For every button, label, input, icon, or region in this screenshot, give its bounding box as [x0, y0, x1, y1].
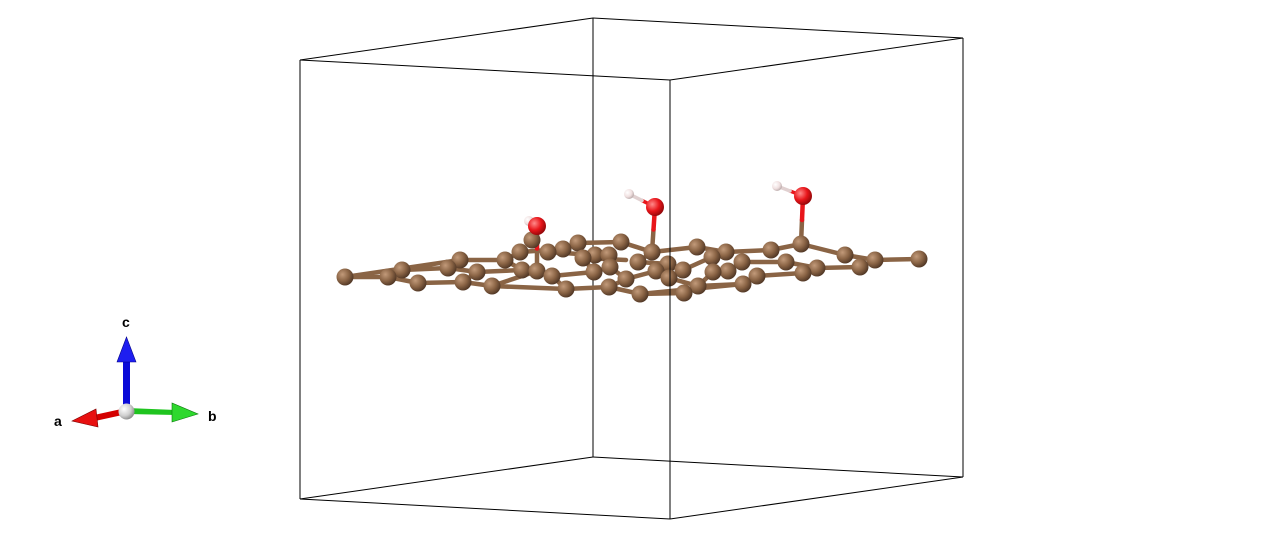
axis-label-c: c: [122, 314, 130, 330]
carbon-atom: [513, 261, 531, 279]
carbon-atom: [748, 267, 766, 285]
carbon-atom: [647, 262, 665, 280]
oxygen-atom: [794, 187, 812, 205]
carbon-atom: [631, 285, 649, 303]
axis-c-arrow: [116, 336, 137, 412]
carbon-atom: [569, 234, 587, 252]
oxygen-atom: [528, 217, 546, 235]
carbon-atom: [762, 241, 780, 259]
carbon-atom: [719, 262, 737, 280]
carbon-atom: [543, 267, 561, 285]
carbon-atom: [574, 249, 592, 267]
carbon-atom: [496, 251, 514, 269]
carbon-atom: [792, 235, 810, 253]
molecule: [336, 181, 928, 303]
carbon-atom: [557, 280, 575, 298]
carbon-atom: [336, 268, 354, 286]
carbon-atom: [689, 277, 707, 295]
cell-edge: [669, 37, 964, 81]
carbon-atom: [851, 258, 869, 276]
carbon-atom: [483, 277, 501, 295]
carbon-atom: [643, 243, 661, 261]
cell-edge: [669, 476, 964, 520]
carbon-atom: [601, 258, 619, 276]
axis-b-arrow: [127, 402, 199, 423]
axes-indicator: c b a: [54, 314, 217, 429]
carbon-atom: [808, 259, 826, 277]
carbon-atom: [451, 251, 469, 269]
unit-cell-front: [299, 37, 964, 520]
carbon-atom: [468, 263, 486, 281]
carbon-atom: [585, 263, 603, 281]
carbon-atom: [600, 278, 618, 296]
carbon-atom: [617, 270, 635, 288]
carbon-atom: [511, 243, 529, 261]
carbon-atom: [794, 264, 812, 282]
cell-edge: [299, 456, 594, 500]
carbon-atom: [612, 233, 630, 251]
carbon-atom: [866, 251, 884, 269]
carbon-atom: [660, 269, 678, 287]
axes-origin: [118, 403, 135, 420]
cell-edge: [592, 456, 964, 478]
carbon-atom: [523, 231, 541, 249]
carbon-atom: [539, 243, 557, 261]
cell-edge: [299, 59, 671, 81]
carbon-atom: [688, 238, 706, 256]
carbon-atom: [674, 261, 692, 279]
carbon-atom: [734, 275, 752, 293]
axis-label-a: a: [54, 413, 62, 429]
oxygen-atom: [646, 198, 664, 216]
carbon-atom: [910, 250, 928, 268]
carbon-atom: [704, 263, 722, 281]
carbon-atom: [528, 262, 546, 280]
cell-edge: [299, 498, 671, 520]
unit-cell-back: [299, 17, 964, 500]
carbon-atom: [379, 268, 397, 286]
carbon-bond: [489, 283, 569, 292]
carbon-atom: [733, 253, 751, 271]
axis-label-b: b: [208, 408, 217, 424]
carbon-atom: [409, 274, 427, 292]
carbon-atom: [454, 273, 472, 291]
carbon-atom: [393, 261, 411, 279]
carbon-atom: [717, 243, 735, 261]
carbon-atom: [675, 284, 693, 302]
hydrogen-atom: [624, 189, 634, 199]
carbon-atom: [777, 253, 795, 271]
carbon-atom: [836, 246, 854, 264]
carbon-atom: [554, 240, 572, 258]
carbon-atom: [703, 248, 721, 266]
carbon-atom: [439, 259, 457, 277]
hydrogen-atom: [772, 181, 782, 191]
cell-edge: [592, 17, 964, 39]
carbon-atom: [629, 253, 647, 271]
cell-edge: [299, 17, 594, 61]
